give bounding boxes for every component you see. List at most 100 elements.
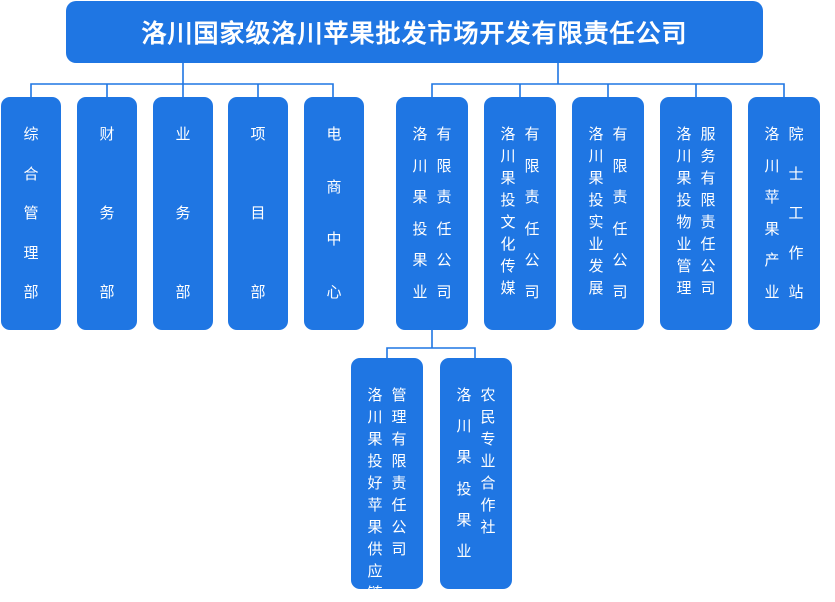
- label-char: 综: [23, 125, 39, 143]
- department-box: 项目部: [228, 97, 288, 330]
- label-char: 司: [436, 282, 452, 301]
- label-char: 合: [23, 164, 39, 183]
- label-char: 任: [524, 219, 540, 238]
- label-char: 果: [588, 169, 604, 187]
- label-char: 责: [612, 188, 628, 207]
- label-char: 司: [612, 282, 628, 301]
- label-char: 院: [788, 125, 804, 143]
- label-char: 苹: [367, 496, 383, 514]
- label-char: 物: [676, 213, 692, 231]
- label-char: 果: [764, 219, 780, 238]
- company-title-box: 洛川国家级洛川苹果批发市场开发有限责任公司: [66, 1, 763, 63]
- label-char: 川: [588, 147, 604, 165]
- label-char: 财: [99, 125, 115, 143]
- label-char: 士: [788, 164, 804, 183]
- subsidiary-label-col: 有限责任公司: [612, 127, 628, 300]
- child-company-label-col: 农民专业合作社: [480, 388, 496, 559]
- label-char: 任: [612, 219, 628, 238]
- subsidiary-label-col: 洛川果投文化传媒: [500, 127, 516, 300]
- label-char: 司: [700, 279, 716, 297]
- label-char: 洛: [500, 125, 516, 143]
- label-char: 川: [456, 417, 472, 436]
- label-char: 有: [391, 430, 407, 448]
- label-char: 管: [391, 386, 407, 404]
- label-char: 川: [367, 408, 383, 426]
- label-char: 部: [175, 283, 191, 301]
- child-company-box: 洛川果投果业农民专业合作社: [440, 358, 512, 589]
- label-char: 业: [764, 282, 780, 301]
- label-char: 任: [436, 219, 452, 238]
- label-char: 投: [588, 191, 604, 209]
- label-char: 果: [367, 518, 383, 536]
- label-char: 业: [175, 125, 191, 143]
- label-char: 投: [412, 219, 428, 238]
- label-char: 责: [436, 188, 452, 207]
- label-char: 洛: [367, 386, 383, 404]
- label-char: 展: [588, 279, 604, 297]
- label-char: 部: [250, 283, 266, 301]
- subsidiary-label-col: 院士工作站: [788, 127, 804, 300]
- label-char: 果: [412, 188, 428, 207]
- label-char: 产: [764, 251, 780, 270]
- label-char: 洛: [456, 386, 472, 404]
- label-char: 电: [326, 125, 342, 143]
- label-char: 服: [700, 125, 716, 143]
- label-char: 果: [500, 169, 516, 187]
- child-company-label-col: 洛川果投好苹果供应链: [367, 386, 383, 601]
- subsidiary-label-col: 洛川果投物业管理: [676, 127, 692, 300]
- label-char: 项: [250, 125, 266, 143]
- subsidiary-label-col: 洛川果投实业发展: [588, 127, 604, 300]
- subsidiary-label-col: 服务有限责任公司: [700, 127, 716, 300]
- label-char: 责: [524, 188, 540, 207]
- subsidiary-label-col: 洛川果投果业: [412, 127, 428, 300]
- label-char: 投: [500, 191, 516, 209]
- company-title: 洛川国家级洛川苹果批发市场开发有限责任公司: [141, 19, 688, 48]
- department-box: 财务部: [77, 97, 137, 330]
- child-company-label-col: 洛川果投果业: [456, 388, 472, 559]
- label-char: 部: [99, 283, 115, 301]
- label-char: 投: [367, 452, 383, 470]
- label-char: 川: [500, 147, 516, 165]
- department-label: 综合管理部: [23, 127, 39, 300]
- label-char: 有: [436, 125, 452, 143]
- label-char: 社: [480, 518, 496, 536]
- label-char: 农: [480, 386, 496, 404]
- label-char: 务: [99, 204, 115, 222]
- department-box: 电商中心: [304, 97, 364, 330]
- label-char: 有: [612, 125, 628, 143]
- label-char: 责: [391, 474, 407, 492]
- label-char: 部: [23, 283, 39, 301]
- label-char: 公: [700, 257, 716, 275]
- label-char: 发: [588, 257, 604, 275]
- label-char: 商: [326, 177, 342, 196]
- label-char: 链: [367, 584, 383, 602]
- label-char: 务: [175, 204, 191, 222]
- label-char: 川: [412, 156, 428, 175]
- label-char: 管: [676, 257, 692, 275]
- department-label: 业务部: [175, 127, 191, 300]
- label-char: 化: [500, 235, 516, 253]
- label-char: 川: [676, 147, 692, 165]
- subsidiary-box: 洛川果投果业有限责任公司: [396, 97, 468, 330]
- subsidiary-box: 洛川苹果产业院士工作站: [748, 97, 820, 330]
- department-label: 项目部: [250, 127, 266, 300]
- label-char: 媒: [500, 279, 516, 297]
- label-char: 有: [524, 125, 540, 143]
- label-char: 应: [367, 562, 383, 580]
- label-char: 务: [700, 147, 716, 165]
- label-char: 民: [480, 408, 496, 426]
- label-char: 洛: [764, 125, 780, 143]
- child-company-label-col: 管理有限责任公司: [391, 388, 407, 559]
- label-char: 苹: [764, 188, 780, 207]
- child-company-box: 洛川果投好苹果供应链管理有限责任公司: [351, 358, 423, 601]
- label-char: 公: [524, 251, 540, 270]
- label-char: 果: [412, 251, 428, 270]
- label-char: 合: [480, 474, 496, 492]
- label-char: 司: [391, 540, 407, 558]
- label-char: 洛: [588, 125, 604, 143]
- label-char: 中: [326, 230, 342, 249]
- department-label: 电商中心: [326, 127, 342, 300]
- subsidiary-label-col: 有限责任公司: [436, 127, 452, 300]
- label-char: 任: [391, 496, 407, 514]
